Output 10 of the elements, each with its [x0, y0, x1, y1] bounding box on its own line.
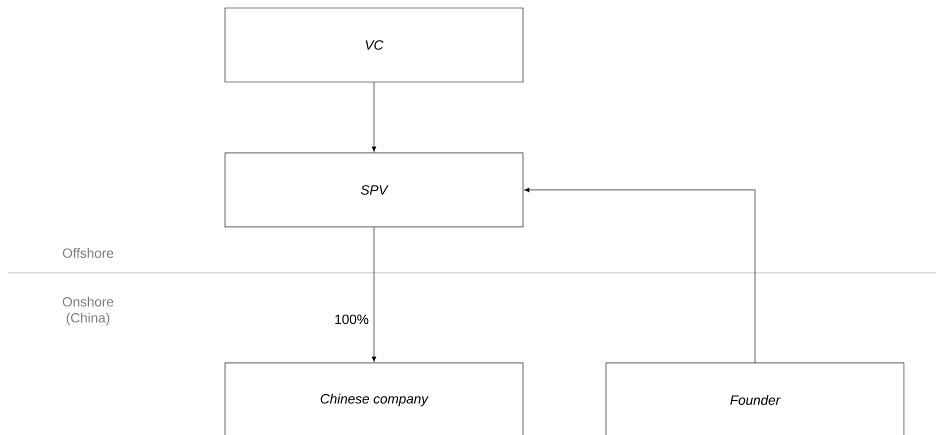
- entity-box: Founder: [606, 362, 904, 435]
- arrow: [372, 226, 376, 362]
- arrow: [524, 188, 756, 363]
- arrow: [372, 82, 376, 152]
- edge-label: 100%: [335, 314, 368, 324]
- entity-box: Chinese company: [224, 362, 524, 435]
- region-label: Offshore: [62, 248, 114, 258]
- region-label: Onshore (China): [62, 296, 114, 326]
- entity-box: SPV: [224, 152, 524, 228]
- entity-box: VC: [224, 8, 524, 82]
